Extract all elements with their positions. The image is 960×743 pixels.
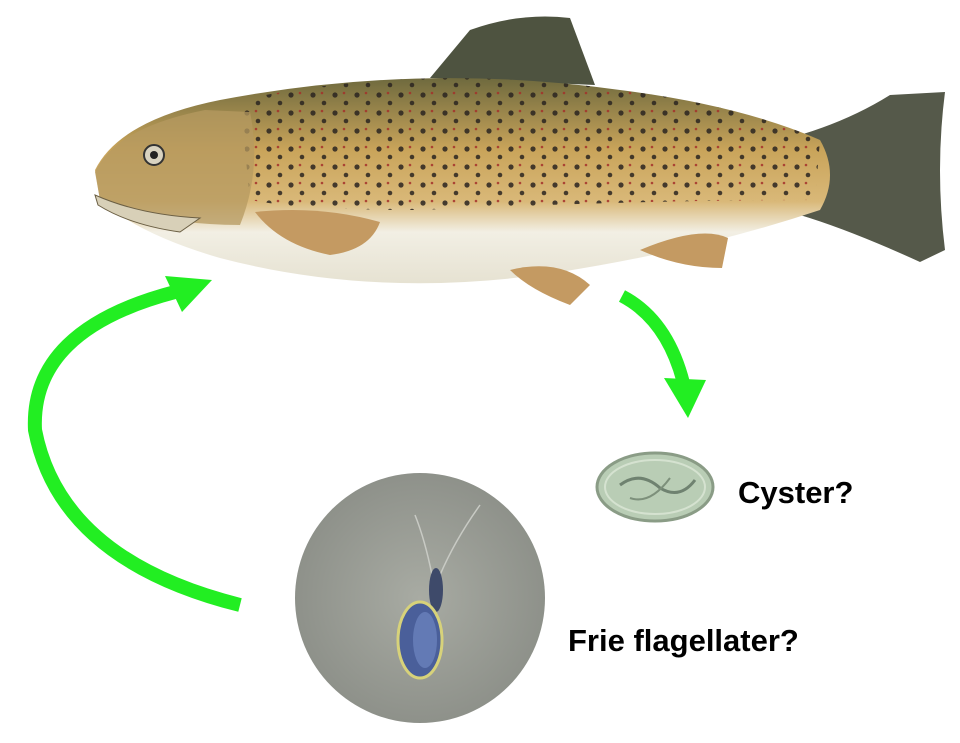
curved-arrow-flagellate-to-fish xyxy=(27,276,242,612)
free-flagellates-label: Frie flagellater? xyxy=(568,623,799,658)
head xyxy=(95,110,255,225)
pectoral-fin xyxy=(255,209,380,255)
flagellate-micrograph xyxy=(295,473,545,723)
anal-fin xyxy=(640,233,728,268)
trout-illustration xyxy=(94,16,945,305)
cyst-micrograph xyxy=(595,451,715,523)
tail-fin xyxy=(800,92,945,262)
cysts-label: Cyster? xyxy=(738,475,854,510)
pelvic-fin xyxy=(510,266,590,305)
jaw xyxy=(94,194,202,233)
dorsal-fin xyxy=(430,16,595,85)
arrow-fish-to-cyst xyxy=(618,290,706,418)
